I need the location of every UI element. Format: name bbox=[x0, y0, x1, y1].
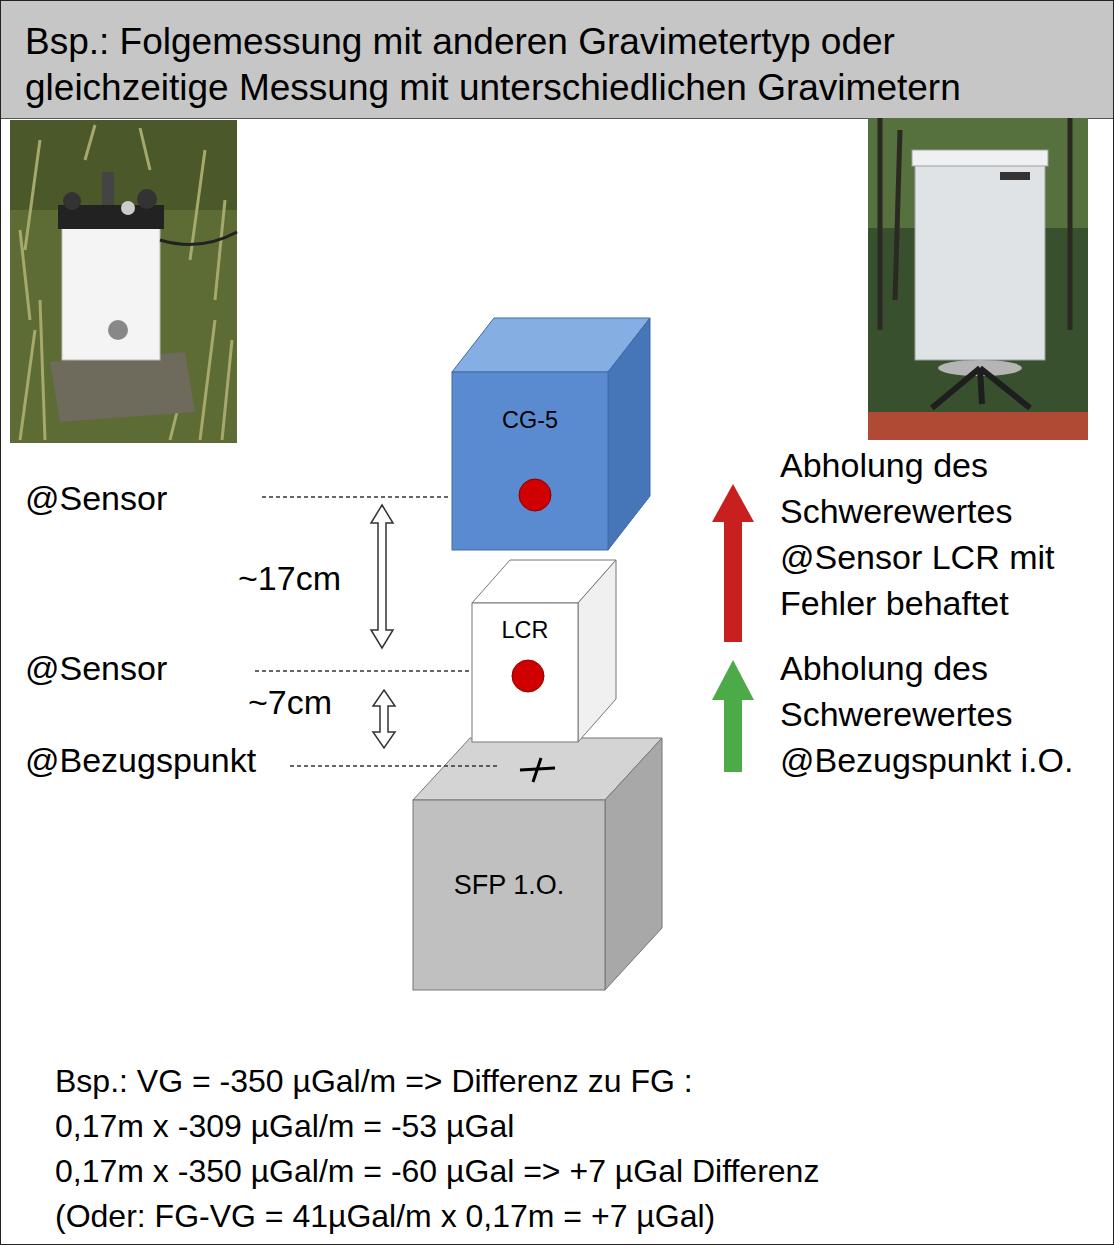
photo-cg5 bbox=[10, 120, 237, 443]
photo-instrument-ocular bbox=[102, 172, 114, 205]
reference-leader-line bbox=[444, 765, 497, 767]
photo-dial bbox=[121, 201, 135, 215]
cube-face: SFP 1.O. bbox=[413, 868, 605, 903]
photo-front-disk bbox=[108, 320, 128, 340]
calculation-line: 0,17m x -309 µGal/m = -53 µGal bbox=[55, 1105, 514, 1147]
photo-knob bbox=[137, 189, 157, 209]
photo-stone bbox=[50, 352, 195, 422]
cube-outline bbox=[452, 318, 650, 550]
cube-front bbox=[452, 372, 608, 550]
cube-label: CG-5 bbox=[452, 405, 608, 435]
calculation-line: (Oder: FG-VG = 41µGal/m x 0,17m = +7 µGa… bbox=[55, 1195, 715, 1237]
dimension-label: ~7cm bbox=[248, 682, 332, 722]
cube-label: LCR bbox=[472, 615, 578, 645]
cube-front bbox=[413, 800, 605, 990]
label-holder: @Sensor bbox=[25, 648, 167, 688]
cube-side bbox=[608, 318, 650, 550]
cube-outline bbox=[413, 738, 662, 990]
cube-label: SFP 1.O. bbox=[413, 868, 605, 903]
sensor-dot bbox=[512, 660, 544, 692]
cube-outline bbox=[472, 560, 616, 742]
dimension-arrow bbox=[371, 505, 393, 648]
label-holder: Abholung des Schwerewertes @Bezugspunkt … bbox=[780, 645, 1105, 783]
ok-arrow bbox=[712, 660, 754, 772]
cube-face: CG-5 bbox=[452, 405, 608, 435]
ok-note: Abholung des Schwerewertes @Bezugspunkt … bbox=[780, 645, 1105, 783]
cube-front bbox=[472, 603, 578, 742]
sensor-label: @Sensor bbox=[25, 648, 167, 688]
label-holder: Abholung des Schwerewertes @Sensor LCR m… bbox=[780, 442, 1105, 626]
photo-cable bbox=[160, 232, 237, 245]
label-holder: (Oder: FG-VG = 41µGal/m x 0,17m = +7 µGa… bbox=[55, 1195, 715, 1237]
photo-grass-blades bbox=[20, 125, 232, 440]
error-note: Abholung des Schwerewertes @Sensor LCR m… bbox=[780, 442, 1105, 626]
label-holder: @Bezugspunkt bbox=[25, 740, 256, 780]
photo-ground bbox=[10, 120, 237, 443]
reference-mark bbox=[533, 758, 541, 782]
label-holder: ~17cm bbox=[238, 558, 341, 598]
photo-instrument-case bbox=[915, 152, 1045, 360]
gravimeter-cube: LCR bbox=[472, 560, 616, 742]
dimension-label: ~17cm bbox=[238, 558, 341, 598]
reference-leader-line bbox=[290, 765, 444, 767]
label-holder: Bsp.: VG = -350 µGal/m => Differenz zu F… bbox=[55, 1060, 693, 1102]
calculation-line: 0,17m x -350 µGal/m = -60 µGal => +7 µGa… bbox=[55, 1150, 819, 1192]
sensor-leader-line bbox=[262, 496, 450, 498]
gravimeter-cube: CG-5 bbox=[452, 318, 650, 550]
error-arrow bbox=[712, 484, 754, 642]
cube-side bbox=[578, 560, 616, 742]
dimension-arrow bbox=[373, 690, 395, 748]
pillar-cube: SFP 1.O. bbox=[413, 738, 662, 990]
photo-instrument-badge bbox=[1000, 172, 1030, 180]
cube-face: LCR bbox=[472, 615, 578, 645]
label-holder: 0,17m x -350 µGal/m = -60 µGal => +7 µGa… bbox=[55, 1150, 819, 1192]
sensor-dot bbox=[519, 479, 551, 511]
sensor-label: @Sensor bbox=[25, 478, 167, 518]
photo-knob bbox=[63, 192, 81, 210]
photo-ground bbox=[868, 118, 1088, 440]
cube-side bbox=[605, 738, 662, 990]
label-holder: 0,17m x -309 µGal/m = -53 µGal bbox=[55, 1105, 514, 1147]
photo-instrument-lid bbox=[912, 150, 1048, 166]
calculation-line: Bsp.: VG = -350 µGal/m => Differenz zu F… bbox=[55, 1060, 693, 1102]
title-band bbox=[0, 0, 1114, 118]
label-holder: ~7cm bbox=[248, 682, 332, 722]
reference-label: @Bezugspunkt bbox=[25, 740, 256, 780]
sensor-leader-line bbox=[255, 670, 470, 672]
photo-pillar bbox=[868, 412, 1088, 440]
title: Bsp.: Folgemessung mit anderen Gravimete… bbox=[25, 19, 1085, 111]
label-holder: @Sensor bbox=[25, 478, 167, 518]
photo-lcr bbox=[868, 118, 1088, 440]
photo-tripod-legs bbox=[932, 368, 1030, 408]
photo-instrument-body bbox=[62, 225, 160, 360]
